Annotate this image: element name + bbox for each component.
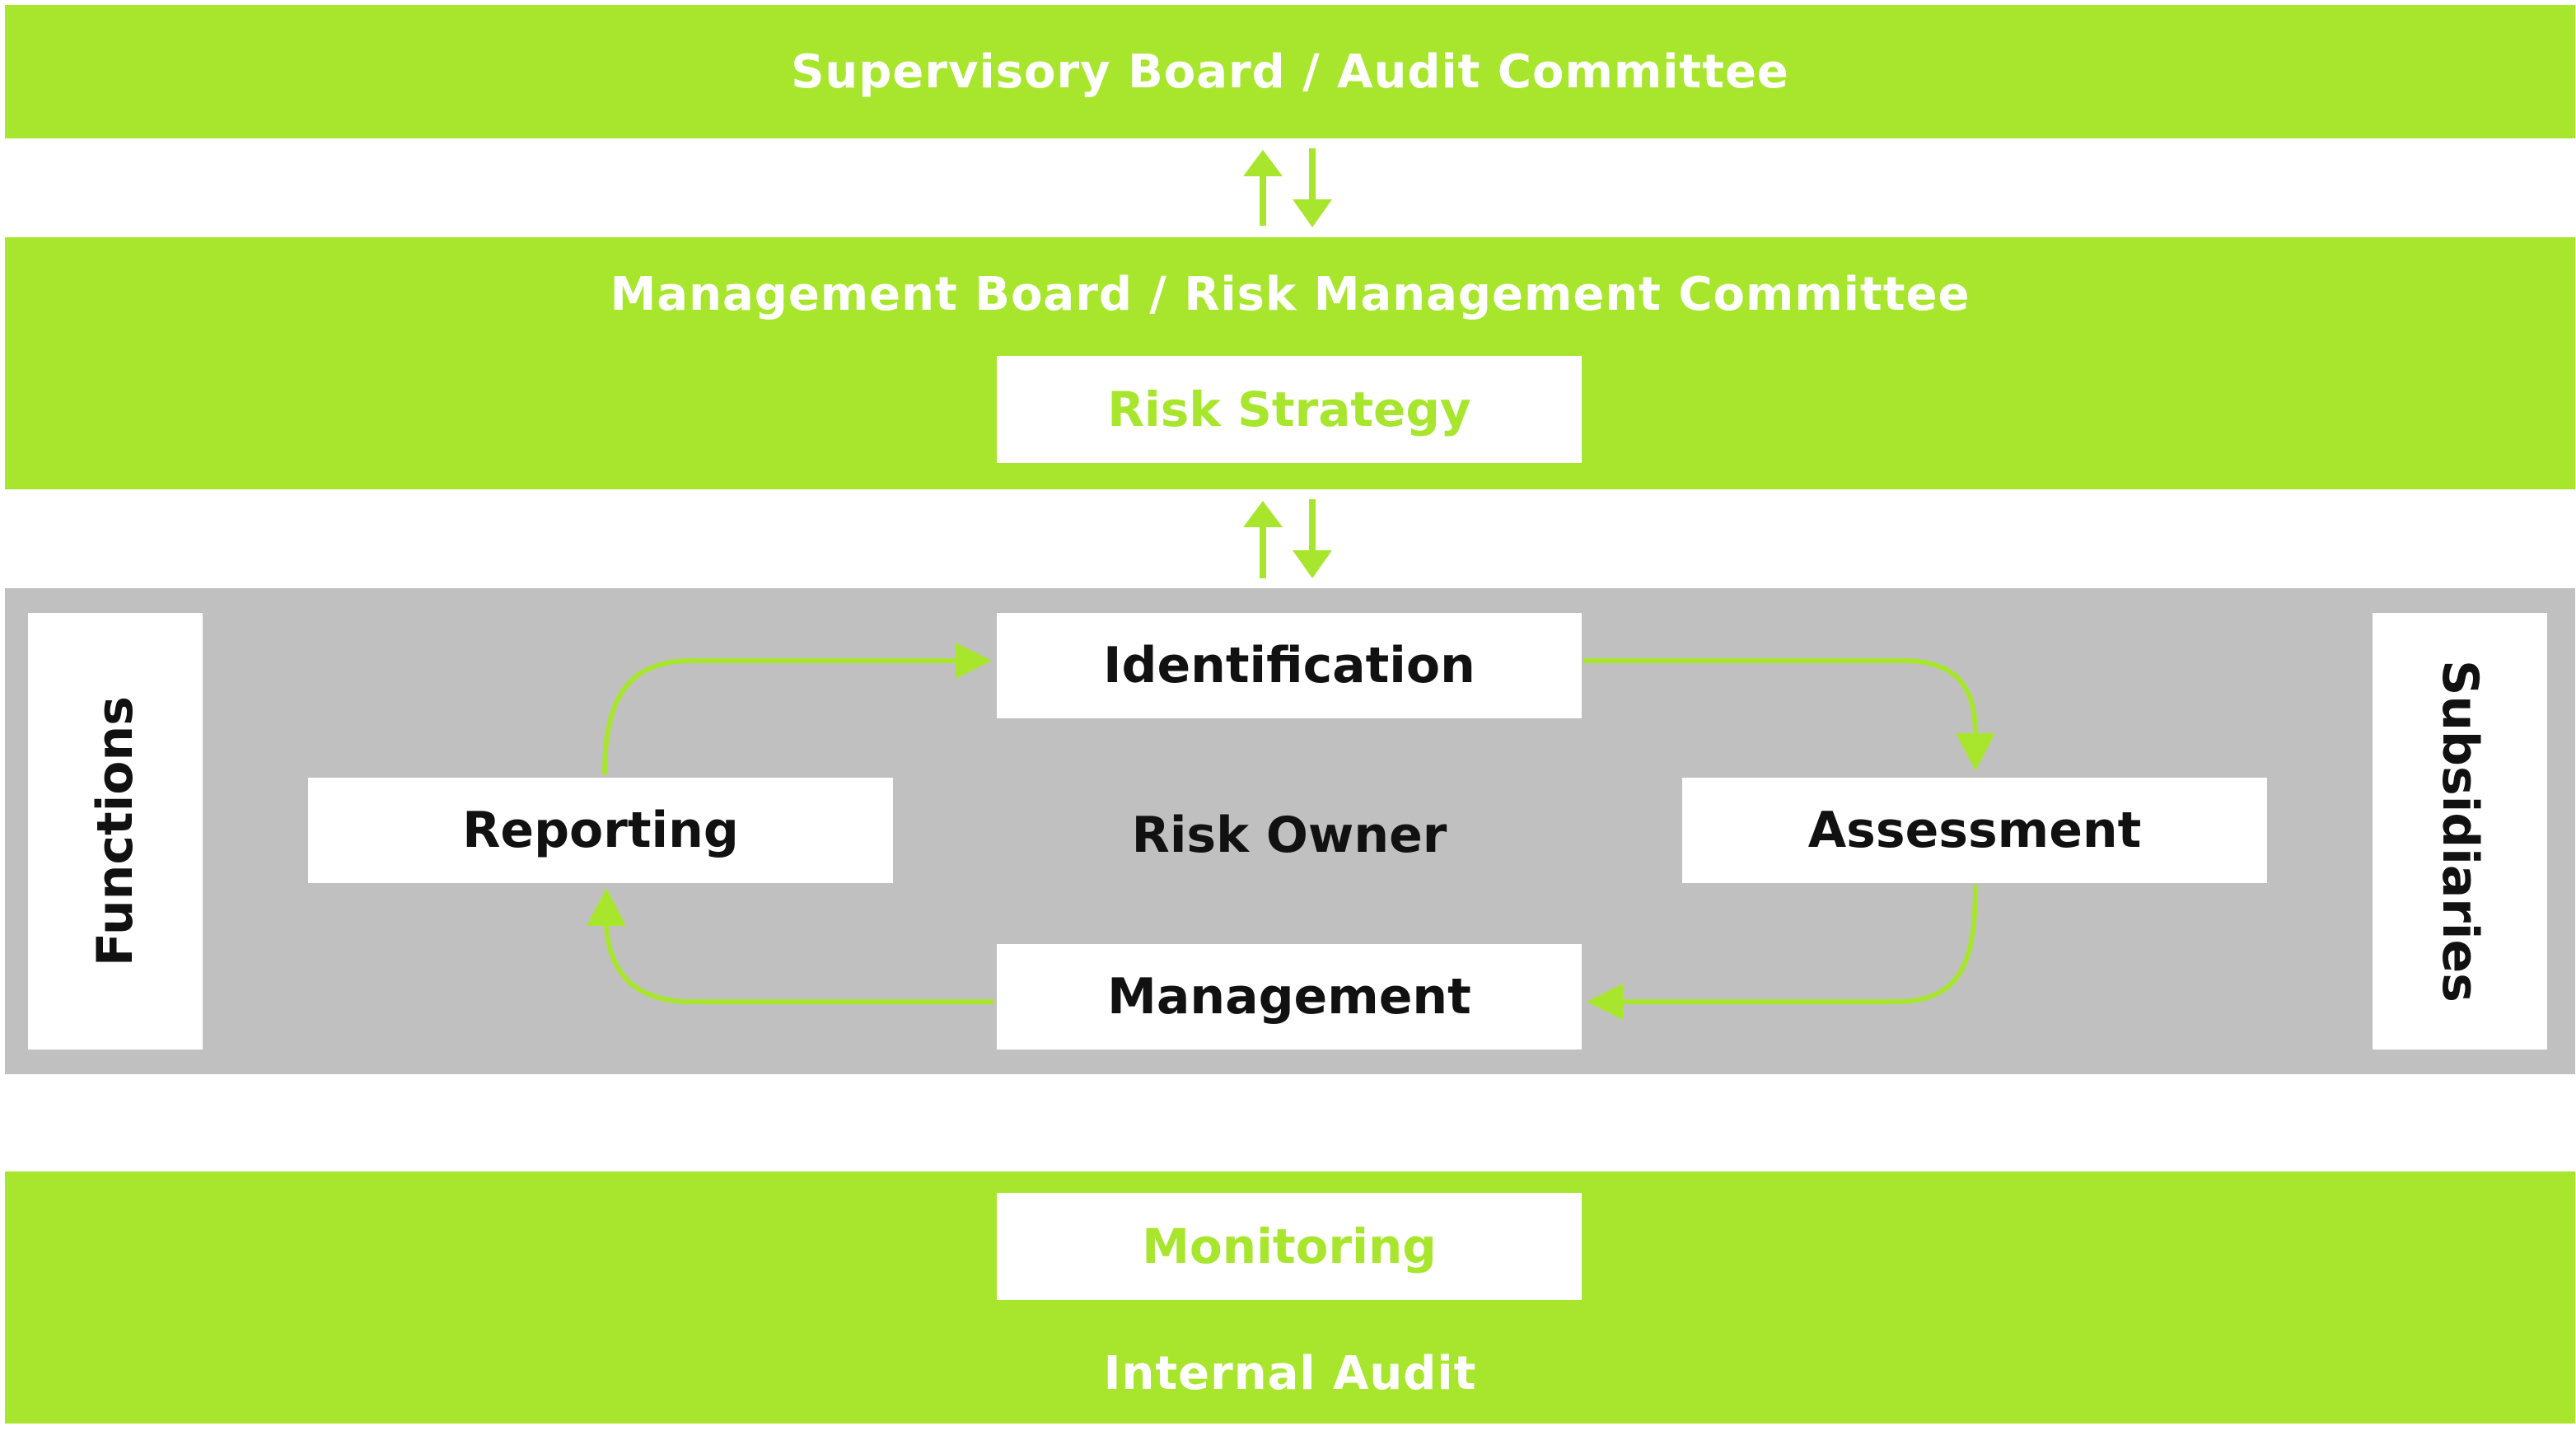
management-label: Management — [1107, 968, 1471, 1026]
monitoring-label: Monitoring — [1142, 1218, 1437, 1274]
arrow-up-middle — [1243, 501, 1283, 578]
arrow-down-top — [1293, 148, 1332, 227]
functions-box: Functions — [28, 613, 203, 1050]
assessment-label: Assessment — [1807, 802, 2142, 859]
identification-box: Identification — [997, 613, 1582, 718]
subsidiaries-box: Subsidiaries — [2373, 613, 2547, 1050]
arrow-down-middle — [1293, 499, 1332, 578]
management-board-title: Management Board / Risk Management Commi… — [610, 267, 1971, 321]
arrow-up-top — [1243, 150, 1283, 226]
identification-label: Identification — [1103, 637, 1475, 694]
risk-strategy-label: Risk Strategy — [1107, 381, 1471, 437]
supervisory-board-title: Supervisory Board / Audit Committee — [791, 44, 1789, 99]
connector-reporting-to-identification — [602, 643, 992, 775]
management-box: Management — [997, 944, 1582, 1050]
reporting-label: Reporting — [462, 802, 739, 859]
connector-management-to-reporting — [587, 888, 993, 1004]
connector-identification-to-assessment — [1583, 658, 1995, 771]
connector-assessment-to-management — [1587, 884, 1978, 1020]
risk-owner-label: Risk Owner — [1131, 806, 1447, 864]
assessment-box: Assessment — [1682, 778, 2267, 883]
internal-audit-title: Internal Audit — [1103, 1346, 1477, 1400]
supervisory-board-band: Supervisory Board / Audit Committee — [5, 5, 2575, 138]
monitoring-box: Monitoring — [997, 1193, 1582, 1300]
risk-strategy-box: Risk Strategy — [997, 356, 1582, 463]
reporting-box: Reporting — [308, 778, 893, 883]
